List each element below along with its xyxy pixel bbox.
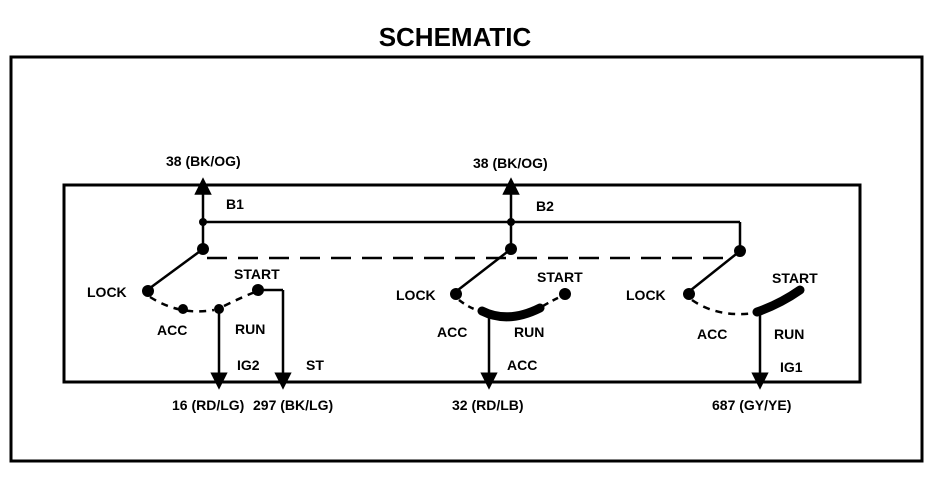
left-start-arc — [223, 290, 256, 308]
right-label-start: START — [772, 270, 818, 286]
left-acc-contact — [178, 304, 188, 314]
right-label-lock: LOCK — [626, 287, 666, 303]
terminal-b2: B2 — [536, 198, 554, 214]
wire-label-top-left: 38 (BK/OG) — [166, 153, 241, 169]
b2-node — [507, 218, 515, 226]
terminal-b1: B1 — [226, 196, 244, 212]
wire-label-bottom-middle: 32 (RD/LB) — [452, 397, 524, 413]
middle-label-start: START — [537, 269, 583, 285]
right-run-start-bar — [752, 285, 805, 317]
wire-label-top-middle: 38 (BK/OG) — [473, 155, 548, 171]
right-lock-contact — [683, 288, 695, 300]
terminal-ig2: IG2 — [237, 357, 260, 373]
middle-label-lock: LOCK — [396, 287, 436, 303]
left-acc-arc — [149, 295, 215, 313]
terminal-ig1: IG1 — [780, 359, 803, 375]
middle-label-acc: ACC — [437, 324, 467, 340]
left-lock-contact — [142, 285, 154, 297]
terminal-st: ST — [306, 357, 324, 373]
switch-body — [62, 183, 862, 384]
wire-label-bottom-right: 687 (GY/YE) — [712, 397, 791, 413]
terminal-acc-out: ACC — [507, 357, 537, 373]
outer-frame — [9, 55, 924, 463]
left-label-run: RUN — [235, 321, 265, 337]
left-label-acc: ACC — [157, 322, 187, 338]
middle-acc-run-bar — [477, 303, 545, 322]
wire-label-bottom-left-b: 297 (BK/LG) — [253, 397, 333, 413]
right-label-run: RUN — [774, 326, 804, 342]
middle-label-run: RUN — [514, 324, 544, 340]
left-label-lock: LOCK — [87, 284, 127, 300]
right-wiper — [690, 250, 741, 291]
page-title: SCHEMATIC — [379, 22, 532, 52]
right-acc-arc — [691, 298, 756, 316]
middle-wiper — [457, 248, 512, 291]
wire-label-bottom-left-a: 16 (RD/LG) — [172, 397, 244, 413]
middle-start-arc — [542, 294, 563, 308]
middle-start-contact — [559, 288, 571, 300]
left-wiper — [149, 247, 204, 290]
left-label-start: START — [234, 266, 280, 282]
right-label-acc: ACC — [697, 326, 727, 342]
b1-node — [199, 218, 207, 226]
middle-lock-contact — [450, 288, 462, 300]
